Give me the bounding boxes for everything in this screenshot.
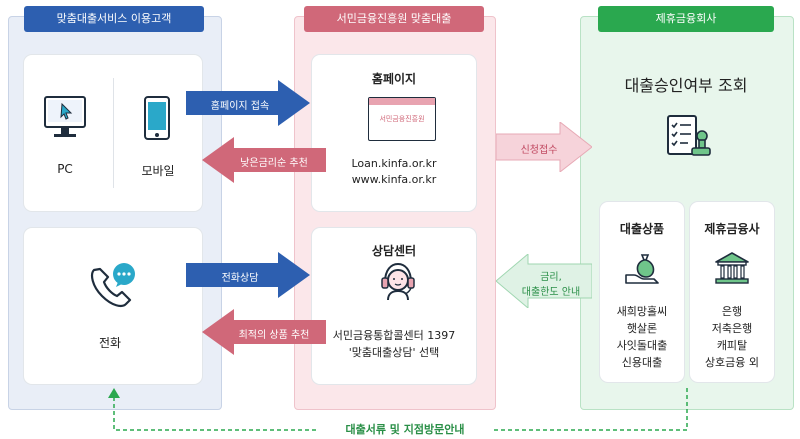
loan-product-item: 사잇돌대출 <box>616 339 668 352</box>
mobile-phone-icon <box>144 96 170 140</box>
low-rate-recommend-arrow <box>202 137 326 183</box>
apply-label: 신청접수 <box>520 145 558 156</box>
rate-limit-label-2: 대출한도 안내 <box>521 287 581 298</box>
partners-header: 제휴금융회사 <box>598 6 774 32</box>
homepage-access-arrow <box>186 80 310 126</box>
bank-building-icon <box>715 252 749 284</box>
pc-label: PC <box>57 162 73 176</box>
phone-card <box>24 228 202 384</box>
low-rate-recommend-label: 낮은금리순 추천 <box>240 158 308 169</box>
homepage-url-2: www.kinfa.or.kr <box>351 173 437 186</box>
headset-agent-icon <box>381 262 415 300</box>
loan-product-item: 햇살론 <box>626 322 658 335</box>
partner-company-item: 캐피탈 <box>716 339 748 352</box>
kinfa-header: 서민금융진흥원 맞춤대출 <box>304 6 484 32</box>
best-product-label: 최적의 상품 추천 <box>238 330 310 341</box>
loan-product-item: 신용대출 <box>621 356 663 369</box>
checklist-stamp-icon <box>667 115 711 156</box>
call-center-line-2: '맞춤대출상담' 선택 <box>348 346 440 359</box>
mobile-label: 모바일 <box>141 164 175 178</box>
call-center-card <box>312 228 476 384</box>
approval-check-title: 대출승인여부 조회 <box>624 76 748 95</box>
telephone-icon <box>91 263 135 307</box>
kinfa-logo: 서민금융진흥원 <box>379 115 425 123</box>
best-product-arrow <box>202 309 326 355</box>
call-center-line-1: 서민금융통합콜센터 1397 <box>332 329 456 342</box>
partner-company-item: 상호금융 외 <box>704 356 760 369</box>
apply-arrow <box>496 122 592 172</box>
phone-consult-label: 전화상담 <box>221 273 259 284</box>
phone-label: 전화 <box>98 336 122 350</box>
phone-consult-arrow <box>186 252 310 298</box>
loan-products-card <box>600 202 684 382</box>
loan-products-title: 대출상품 <box>619 222 665 236</box>
card-divider <box>113 78 114 188</box>
partner-company-item: 은행 <box>721 305 743 318</box>
monitor-icon <box>44 96 86 137</box>
money-bag-hand-icon <box>625 254 659 284</box>
call-center-title: 상담센터 <box>371 244 417 258</box>
homepage-url-1: Loan.kinfa.or.kr <box>351 157 437 170</box>
bottom-guide-label: 대출서류 및 지점방문안내 <box>318 422 492 438</box>
partner-company-item: 저축은행 <box>711 322 753 335</box>
browser-titlebar <box>369 98 435 105</box>
rate-limit-arrow <box>496 254 592 308</box>
partner-companies-title: 제휴금융사 <box>704 222 760 236</box>
loan-product-item: 새희망홀씨 <box>616 305 668 318</box>
customer-header: 맞춤대출서비스 이용고객 <box>24 6 204 32</box>
homepage-access-label: 홈페이지 접속 <box>210 101 270 112</box>
rate-limit-label-1: 금리, <box>540 272 562 283</box>
partner-companies-card <box>690 202 774 382</box>
homepage-title: 홈페이지 <box>371 72 417 86</box>
